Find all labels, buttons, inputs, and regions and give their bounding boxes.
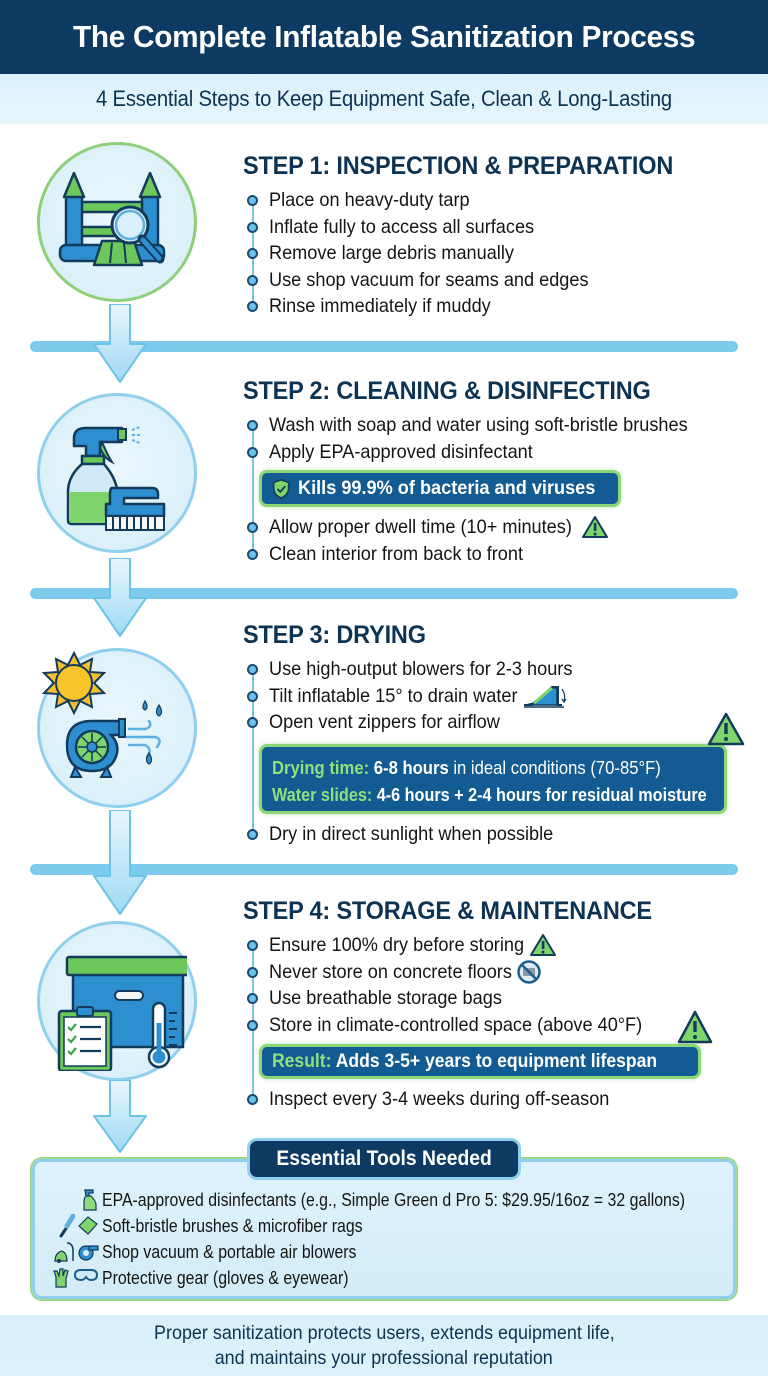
vacuum-icon — [54, 1242, 74, 1263]
warning-icon — [581, 516, 608, 539]
step-2-bullets: Wash with soap and water using soft-bris… — [243, 412, 753, 567]
page-header: The Complete Inflatable Sanitization Pro… — [0, 0, 768, 74]
spray-bottle-brush-icon — [66, 426, 166, 531]
step-4-title: STEP 4: STORAGE & MAINTENANCE — [243, 897, 652, 925]
warning-icon — [530, 934, 557, 957]
step-4-icon-circle — [37, 921, 197, 1081]
list-item: Remove large debris manually — [247, 240, 753, 267]
bullet-dot-icon — [247, 664, 258, 675]
bullet-dot-icon — [247, 301, 258, 312]
down-arrow-icon — [93, 810, 147, 915]
prohibited-icon — [517, 960, 541, 984]
brush-icon — [59, 1214, 75, 1238]
bullet-dot-icon — [247, 966, 258, 978]
list-item: Allow proper dwell time (10+ minutes) — [247, 514, 753, 541]
result-callout: Result: Adds 3-5+ years to equipment lif… — [259, 1010, 713, 1079]
disinfectant-callout: Kills 99.9% of bacteria and viruses — [259, 470, 621, 507]
tool-item: Shop vacuum & portable air blowers — [47, 1239, 391, 1265]
step-4: STEP 4: STORAGE & MAINTENANCE Ensure 100… — [243, 897, 753, 1113]
section-divider — [30, 864, 738, 875]
bullet-dot-icon — [247, 522, 258, 533]
step-2-icon-circle — [37, 393, 197, 553]
list-item: Inflate fully to access all surfaces — [247, 214, 753, 241]
bullet-dot-icon — [247, 940, 258, 951]
list-item: Tilt inflatable 15° to drain water — [247, 683, 753, 710]
step-1-bullets: Place on heavy-duty tarp Inflate fully t… — [243, 187, 753, 320]
list-item: Open vent zippers for airflow — [247, 709, 753, 736]
section-divider — [30, 341, 738, 352]
list-item: Never store on concrete floors — [247, 959, 753, 986]
list-item: Use shop vacuum for seams and edges — [247, 267, 753, 294]
bullet-dot-icon — [247, 828, 258, 840]
warning-icon — [677, 1010, 713, 1044]
step-4-bullets: Ensure 100% dry before storing Never sto… — [243, 932, 753, 1113]
bullet-dot-icon — [247, 221, 258, 233]
footer-line-2: and maintains your professional reputati… — [214, 1346, 554, 1369]
rag-icon — [78, 1216, 98, 1235]
list-item: Use breathable storage bags — [247, 985, 753, 1012]
bullet-dot-icon — [247, 1094, 258, 1105]
step-3-icon-circle — [37, 648, 197, 808]
drying-time-callout: Drying time: 6-8 hours in ideal conditio… — [259, 712, 745, 814]
list-item: Inspect every 3-4 weeks during off-seaso… — [247, 1086, 753, 1113]
list-item: Wash with soap and water using soft-bris… — [247, 412, 753, 439]
goggles-icon — [73, 1269, 99, 1282]
blower-icon — [78, 1245, 99, 1261]
bullet-dot-icon — [247, 446, 258, 458]
down-arrow-icon — [93, 304, 147, 383]
page-subtitle: 4 Essential Steps to Keep Equipment Safe… — [96, 86, 672, 111]
step-1-title: STEP 1: INSPECTION & PREPARATION — [243, 152, 674, 180]
down-arrow-icon — [93, 558, 147, 637]
storage-box-clipboard-thermometer-icon — [57, 955, 187, 1071]
step-3: STEP 3: DRYING Use high-output blowers f… — [243, 621, 753, 847]
down-arrow-icon — [93, 1080, 147, 1153]
step-1: STEP 1: INSPECTION & PREPARATION Place o… — [243, 152, 753, 320]
list-item: Use high-output blowers for 2-3 hours — [247, 656, 753, 683]
list-item: Store in climate-controlled space (above… — [247, 1012, 753, 1039]
gloves-icon — [53, 1268, 69, 1288]
bullet-dot-icon — [247, 195, 258, 206]
step-2-title: STEP 2: CLEANING & DISINFECTING — [243, 377, 651, 405]
sun-blower-icon — [41, 650, 163, 778]
tool-item: Soft-bristle brushes & microfiber rags — [47, 1213, 398, 1239]
tool-item: Protective gear (gloves & eyewear) — [47, 1265, 382, 1291]
list-item: Clean interior from back to front — [247, 541, 753, 568]
page-title: The Complete Inflatable Sanitization Pro… — [72, 19, 696, 54]
step-2: STEP 2: CLEANING & DISINFECTING Wash wit… — [243, 377, 753, 567]
list-item: Apply EPA-approved disinfectant — [247, 439, 753, 466]
bullet-dot-icon — [247, 248, 258, 259]
list-item: Rinse immediately if muddy — [247, 293, 753, 320]
tool-item: EPA-approved disinfectants (e.g., Simple… — [47, 1187, 765, 1213]
page-subheader: 4 Essential Steps to Keep Equipment Safe… — [0, 74, 768, 124]
step-1-icon-circle — [37, 142, 197, 302]
shield-check-icon — [272, 478, 290, 499]
bullet-dot-icon — [247, 1019, 258, 1031]
tools-panel: EPA-approved disinfectants (e.g., Simple… — [32, 1159, 736, 1299]
list-item: Dry in direct sunlight when possible — [247, 821, 753, 848]
step-3-title: STEP 3: DRYING — [243, 621, 426, 649]
bullet-dot-icon — [247, 420, 258, 431]
list-item: Ensure 100% dry before storing — [247, 932, 753, 959]
bullet-dot-icon — [247, 717, 258, 728]
warning-icon — [707, 712, 745, 745]
page-footer: Proper sanitization protects users, exte… — [0, 1315, 768, 1376]
bullet-dot-icon — [247, 993, 258, 1004]
bullet-dot-icon — [247, 548, 258, 560]
spray-bottle-icon — [83, 1189, 97, 1211]
list-item: Place on heavy-duty tarp — [247, 187, 753, 214]
bullet-dot-icon — [247, 274, 258, 286]
section-divider — [30, 588, 738, 599]
bullet-dot-icon — [247, 690, 258, 702]
bounce-house-magnifier-icon — [58, 171, 166, 267]
tools-title: Essential Tools Needed — [276, 1147, 492, 1170]
tools-title-badge: Essential Tools Needed — [247, 1138, 521, 1180]
slide-tilt-icon — [524, 685, 567, 708]
step-3-bullets: Use high-output blowers for 2-3 hours Ti… — [243, 656, 753, 847]
footer-line-1: Proper sanitization protects users, exte… — [153, 1321, 615, 1344]
